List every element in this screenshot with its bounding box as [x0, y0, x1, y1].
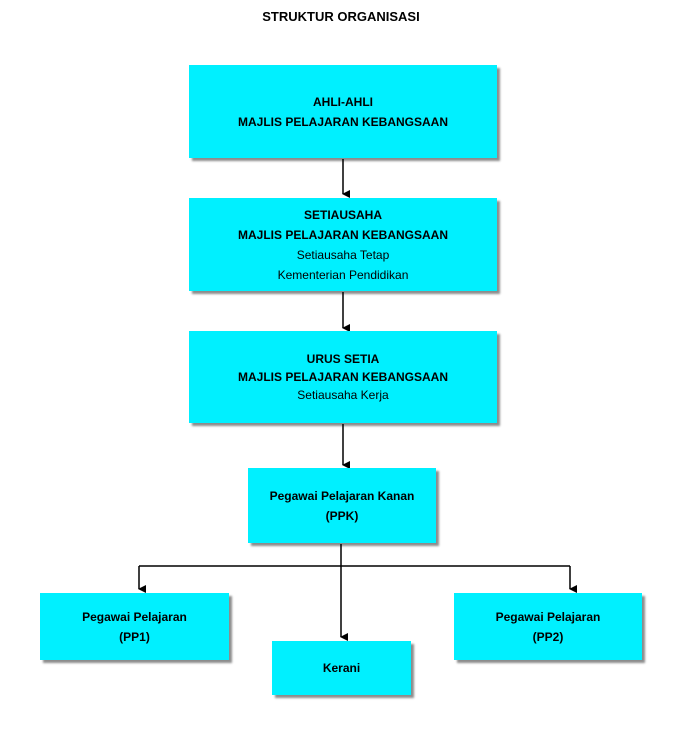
node-kerani-line1: Kerani — [322, 661, 361, 675]
node-setiausaha-line2: MAJLIS PELAJARAN KEBANGSAAN — [237, 227, 449, 242]
node-ppk-line2: (PPK) — [325, 508, 359, 523]
node-setiausaha: SETIAUSAHA MAJLIS PELAJARAN KEBANGSAAN S… — [189, 198, 497, 291]
diagram-title: STRUKTUR ORGANISASI — [262, 9, 420, 24]
node-urus-setia-line1: URUS SETIA — [306, 352, 380, 366]
node-pp1-line2: (PP1) — [119, 629, 150, 644]
node-ahli-ahli: AHLI-AHLI MAJLIS PELAJARAN KEBANGSAAN — [189, 65, 497, 158]
node-kerani: Kerani — [272, 641, 411, 695]
node-pp2-line1: Pegawai Pelajaran — [495, 609, 601, 624]
node-ahli-line2: MAJLIS PELAJARAN KEBANGSAAN — [237, 114, 449, 129]
node-urus-setia: URUS SETIA MAJLIS PELAJARAN KEBANGSAAN S… — [189, 331, 497, 423]
node-urus-setia-line2: MAJLIS PELAJARAN KEBANGSAAN — [237, 370, 449, 384]
node-setiausaha-line3: Setiausaha Tetap — [296, 247, 390, 262]
node-setiausaha-line4: Kementerian Pendidikan — [277, 267, 409, 282]
node-pp1-line1: Pegawai Pelajaran — [82, 609, 187, 624]
node-pp2-line2: (PP2) — [532, 629, 564, 644]
node-ppk: Pegawai Pelajaran Kanan (PPK) — [248, 468, 436, 543]
node-pp2: Pegawai Pelajaran (PP2) — [454, 593, 642, 660]
node-pp1: Pegawai Pelajaran (PP1) — [40, 593, 229, 660]
node-ahli-line1: AHLI-AHLI — [313, 94, 373, 109]
node-setiausaha-line1: SETIAUSAHA — [303, 207, 382, 222]
node-ppk-line1: Pegawai Pelajaran Kanan — [269, 488, 415, 503]
node-urus-setia-line3: Setiausaha Kerja — [297, 388, 389, 402]
